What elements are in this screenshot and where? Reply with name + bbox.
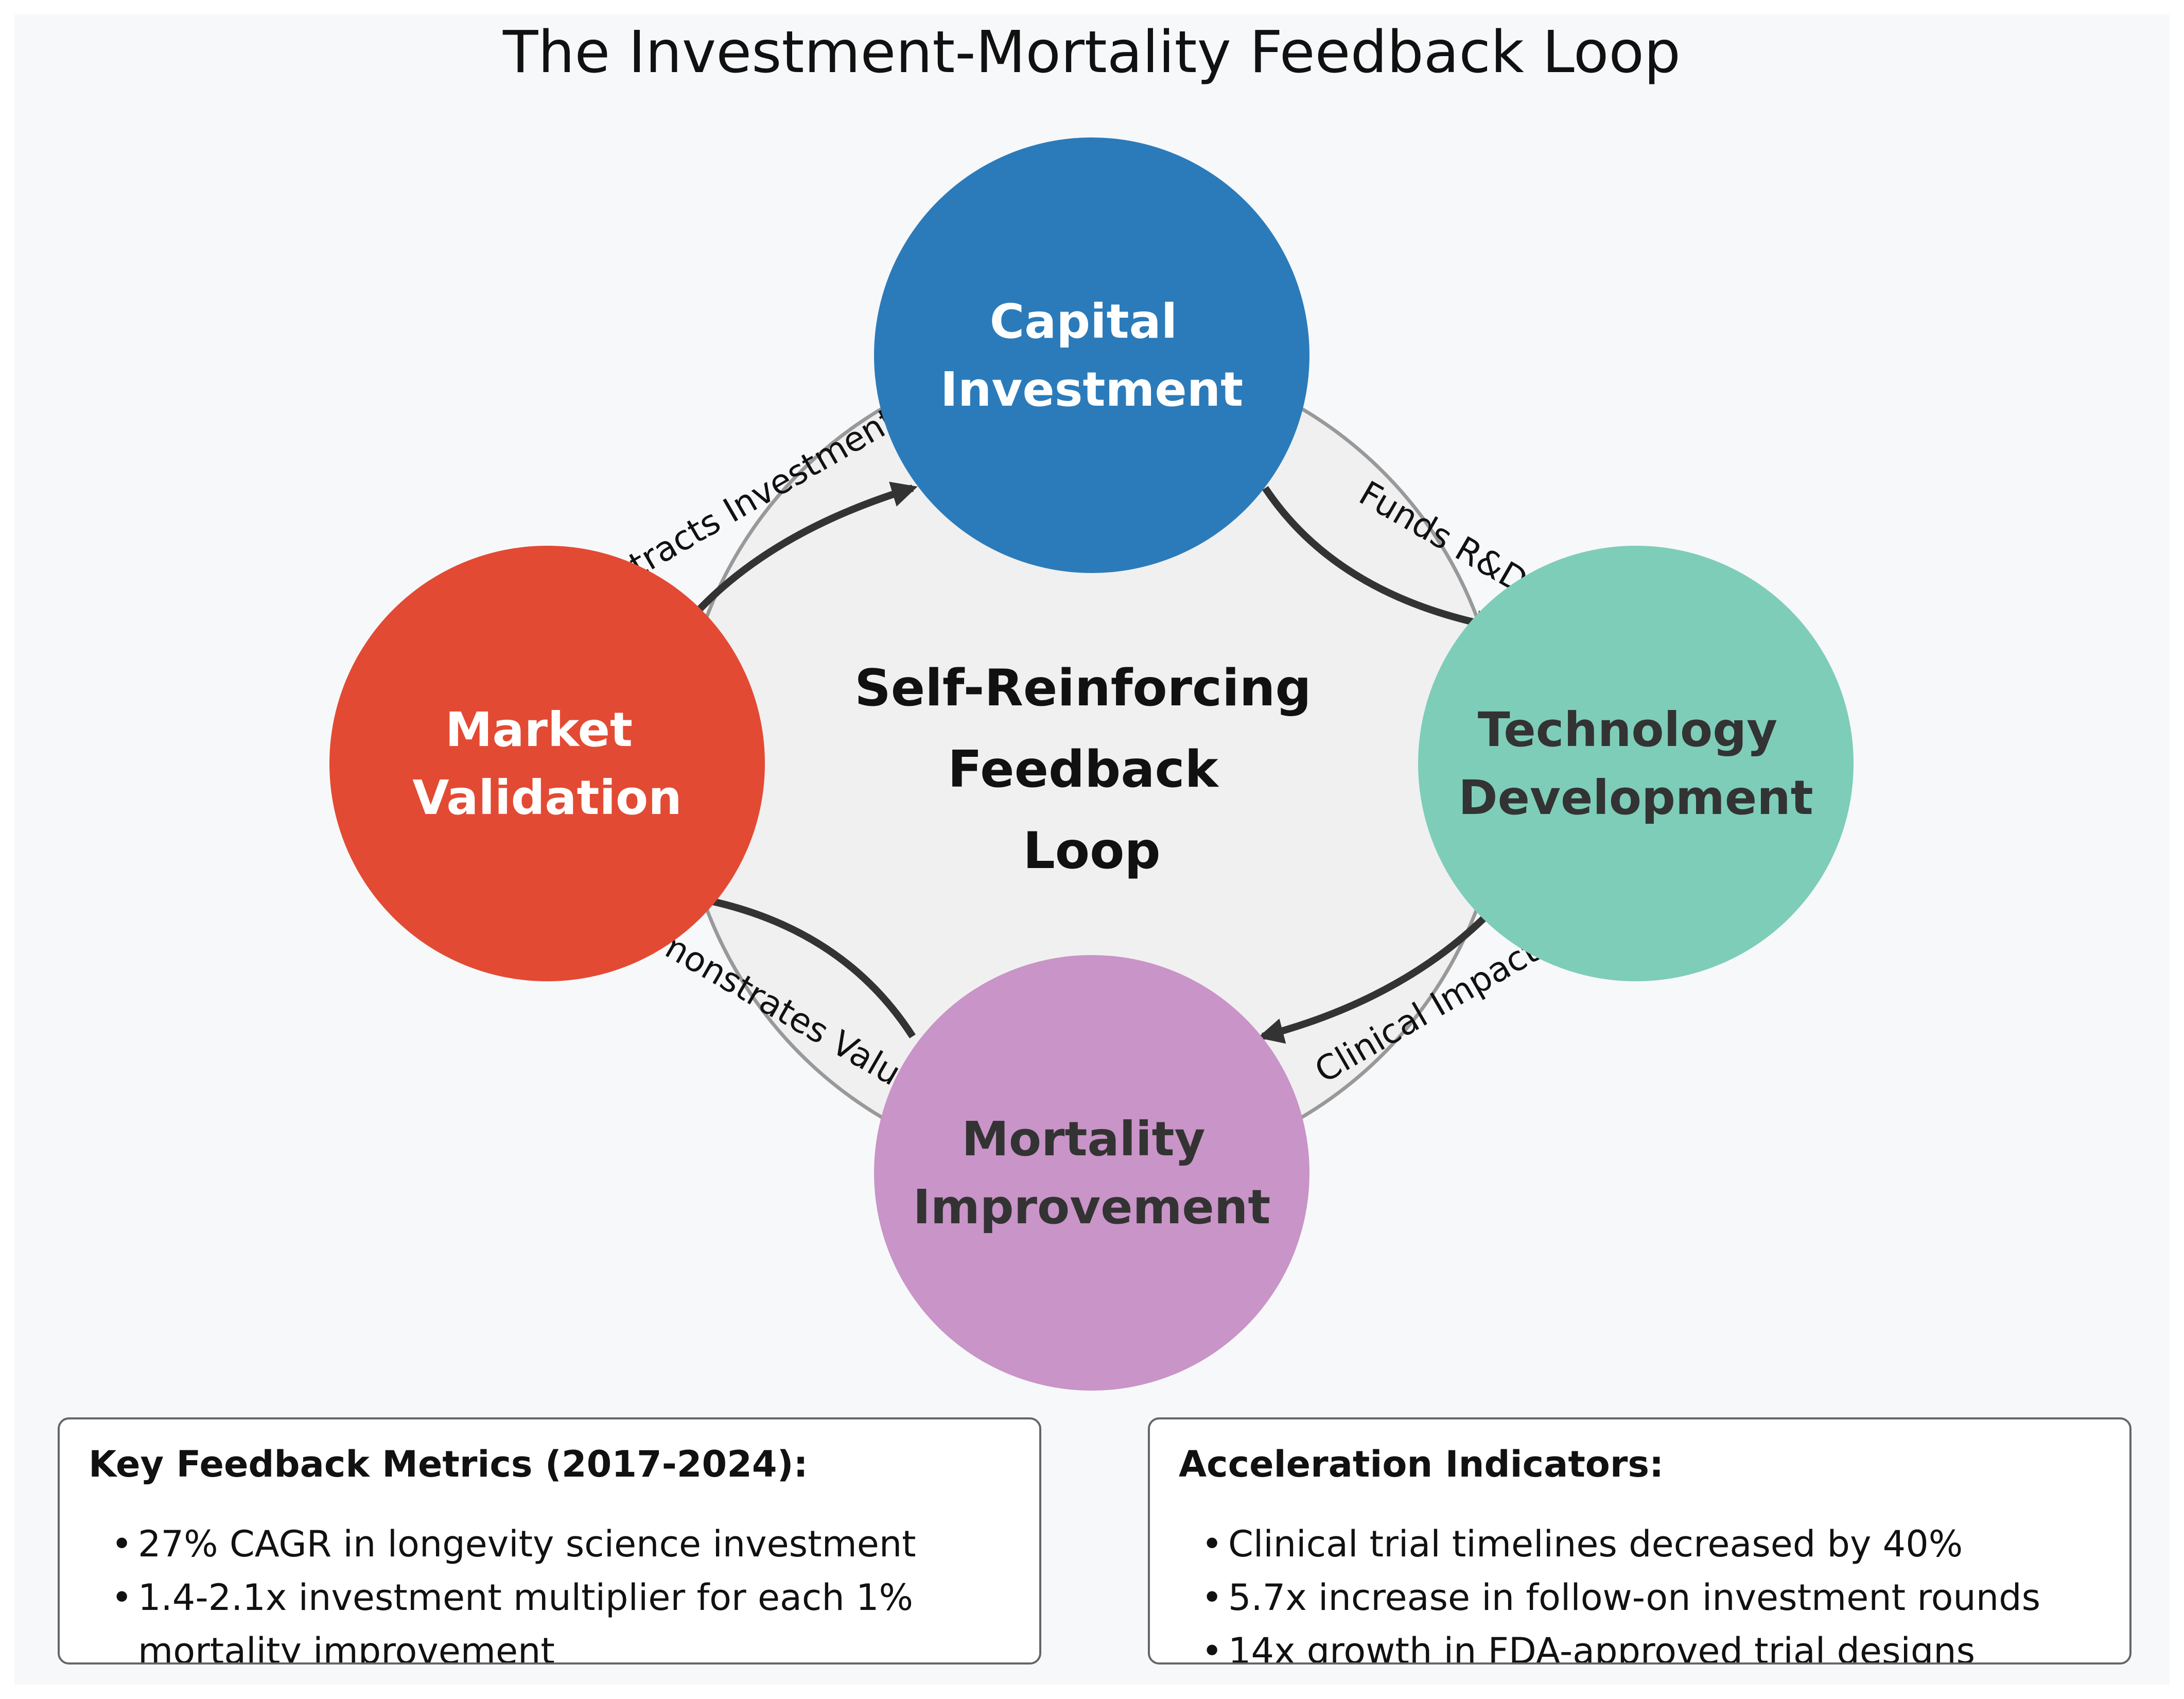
indicator-item: 14x growth in FDA-approved trial designs [1201,1624,2109,1662]
node-mortality-improvement-label: Mortality Improvement [913,1112,1271,1235]
node-technology-development-label: Technology Development [1458,702,1813,825]
node-market-validation-circle [329,546,765,981]
node-market-validation: Market Validation [329,546,765,981]
node-capital-investment-line-1: Capital [990,294,1178,349]
node-technology-development-line-2: Development [1458,770,1813,825]
arrow-demonstrates-value [678,886,916,1038]
center-label: Self-Reinforcing Feedback Loop [854,659,1329,880]
arrow-funds-rd [1262,486,1502,636]
node-mortality-improvement: Mortality Improvement [874,955,1309,1391]
center-label-line-2: Feedback [948,740,1219,799]
acceleration-indicators-list: Clinical trial timelines decreased by 40… [1201,1517,2109,1662]
node-market-validation-line-1: Market [445,702,633,757]
acceleration-indicators-box: Acceleration Indicators: Clinical trial … [1148,1417,2131,1665]
acceleration-indicators-title: Acceleration Indicators: [1179,1443,1664,1485]
node-technology-development-circle [1418,546,1854,981]
diagram-title: The Investment-Mortality Feedback Loop [502,19,1681,86]
indicator-item: Clinical trial timelines decreased by 40… [1201,1517,2109,1571]
arrow-attracts-investment [680,481,918,630]
indicator-item: 5.7x increase in follow-on investment ro… [1201,1571,2109,1624]
center-label-line-1: Self-Reinforcing [854,659,1311,718]
center-label-line-3: Loop [1023,822,1160,880]
node-technology-development-line-1: Technology [1478,702,1777,757]
node-technology-development: Technology Development [1418,546,1854,981]
node-capital-investment-label: Capital Investment [940,294,1244,417]
metric-item: 27% CAGR in longevity science investment [111,1517,1019,1571]
node-market-validation-line-2: Validation [412,770,682,825]
node-capital-investment-circle [874,137,1309,573]
feedback-loop-diagram: The Investment-Mortality Feedback Loop S… [329,19,1854,1391]
node-mortality-improvement-line-2: Improvement [913,1180,1271,1235]
node-mortality-improvement-circle [874,955,1309,1391]
key-feedback-metrics-box: Key Feedback Metrics (2017-2024): 27% CA… [58,1417,1041,1665]
node-market-validation-label: Market Validation [412,702,682,825]
node-capital-investment: Capital Investment [874,137,1309,573]
node-mortality-improvement-line-1: Mortality [962,1112,1205,1167]
key-feedback-metrics-list: 27% CAGR in longevity science investment… [111,1517,1019,1662]
metric-item: 1.4-2.1x investment multiplier for each … [111,1571,1019,1662]
key-feedback-metrics-title: Key Feedback Metrics (2017-2024): [89,1443,808,1485]
figure-background: The Investment-Mortality Feedback Loop S… [14,14,2170,1685]
arrow-clinical-impact [1257,903,1500,1044]
node-capital-investment-line-2: Investment [940,362,1244,417]
